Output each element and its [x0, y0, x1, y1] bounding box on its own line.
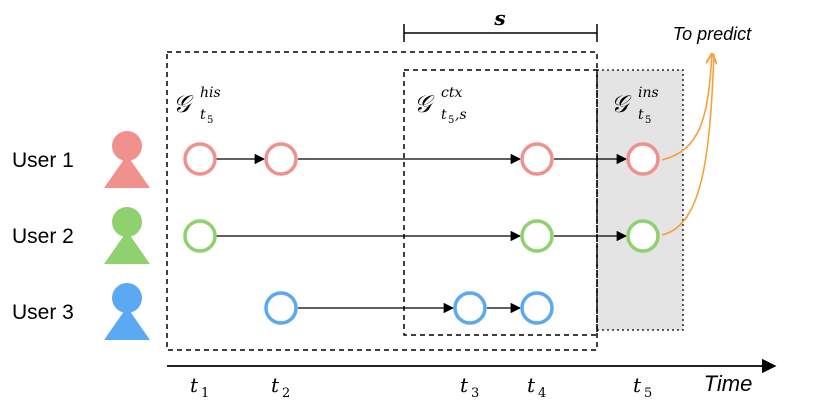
user-2-label: User 2: [12, 225, 74, 248]
instant-graph-sub: t: [638, 107, 644, 123]
tick-t2: t 2: [271, 373, 290, 401]
svg-text:4: 4: [538, 386, 546, 401]
svg-text:t: t: [190, 373, 199, 397]
instant-graph-symbol: 𝒢: [611, 90, 632, 118]
tick-t1: t 1: [190, 373, 209, 401]
svg-text:3: 3: [471, 386, 479, 401]
prediction-arrow-user-1: [661, 54, 712, 161]
interaction-node: [183, 142, 217, 176]
window-bracket: s: [403, 6, 598, 42]
user-3-label: User 3: [12, 301, 74, 324]
interaction-node: [264, 142, 298, 176]
history-graph-sub: t: [200, 107, 206, 123]
user-3-avatar-icon: [104, 283, 150, 340]
context-graph-region: [403, 69, 598, 336]
interaction-node: [520, 219, 554, 253]
history-graph-subsub: 5: [207, 115, 213, 126]
context-graph-sub: t: [441, 107, 447, 123]
user-3-nodes: [264, 291, 554, 325]
history-graph-label: 𝒢 his t 5: [173, 85, 221, 126]
interaction-node: [264, 291, 298, 325]
time-axis-label: Time: [704, 371, 753, 396]
context-graph-sub-tail: ,s: [455, 107, 467, 123]
user-1-nodes: [183, 142, 660, 176]
svg-text:t: t: [527, 373, 536, 397]
context-graph-sup: ctx: [441, 85, 462, 101]
interaction-node: [520, 142, 554, 176]
svg-text:t: t: [271, 373, 280, 397]
svg-text:2: 2: [282, 386, 290, 401]
tick-t4: t 4: [527, 373, 546, 401]
instant-graph-sup: ins: [638, 85, 659, 101]
svg-text:t: t: [633, 373, 642, 397]
instant-graph-subsub: 5: [645, 115, 651, 126]
instant-graph-label: 𝒢 ins t 5: [611, 85, 659, 126]
interaction-node: [453, 291, 487, 325]
prediction-arrow-user-2: [661, 53, 715, 236]
interaction-node: [626, 142, 660, 176]
svg-text:5: 5: [644, 386, 652, 401]
interaction-node: [183, 219, 217, 253]
context-graph-symbol: 𝒢: [414, 90, 435, 118]
context-graph-label: 𝒢 ctx t 5 ,s: [414, 85, 467, 126]
tick-t3: t 3: [460, 373, 479, 401]
history-graph-symbol: 𝒢: [173, 90, 194, 118]
context-graph-subsub: 5: [448, 115, 454, 126]
prediction-label: To predict: [673, 24, 752, 44]
instant-graph-region: [596, 69, 684, 331]
user-1-label: User 1: [12, 149, 74, 172]
user-2-nodes: [183, 219, 660, 253]
user-1-avatar-icon: [104, 131, 150, 188]
user-2-avatar-icon: [104, 207, 150, 264]
window-label: s: [493, 6, 505, 30]
interaction-node: [626, 219, 660, 253]
svg-text:1: 1: [201, 386, 209, 401]
tick-t5: t 5: [633, 373, 652, 401]
interaction-node: [520, 291, 554, 325]
history-graph-sup: his: [200, 85, 221, 101]
svg-text:t: t: [460, 373, 469, 397]
